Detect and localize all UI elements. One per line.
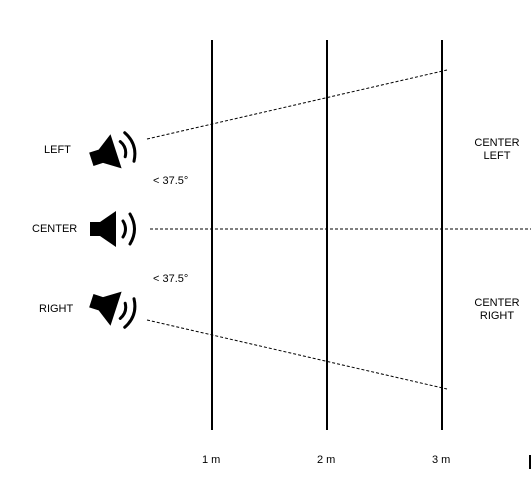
distance-label-3m: 3 m (432, 454, 451, 466)
lower-angle-label: < 37.5° (153, 273, 189, 285)
left-speaker-icon (89, 131, 137, 169)
center-speaker-label: CENTER (32, 223, 78, 235)
left-speaker-label: LEFT (44, 144, 71, 156)
distance-label-1m: 1 m (202, 454, 221, 466)
distance-label-2m: 2 m (317, 454, 336, 466)
edge-marker (529, 455, 531, 469)
center-right-line-2: RIGHT (479, 310, 515, 322)
right-speaker-icon (89, 291, 137, 329)
center-right-zone-label: CENTER RIGHT (465, 297, 529, 323)
upper-angle-label: < 37.5° (153, 175, 189, 187)
center-left-line-2: LEFT (483, 150, 511, 162)
left-projection-line (146, 69, 448, 140)
center-left-line-1: CENTER (474, 137, 520, 149)
center-left-zone-label: CENTER LEFT (465, 137, 529, 163)
center-speaker-icon (90, 211, 136, 247)
right-speaker-label: RIGHT (39, 303, 74, 315)
right-projection-line (146, 319, 448, 390)
center-right-line-1: CENTER (474, 297, 520, 309)
